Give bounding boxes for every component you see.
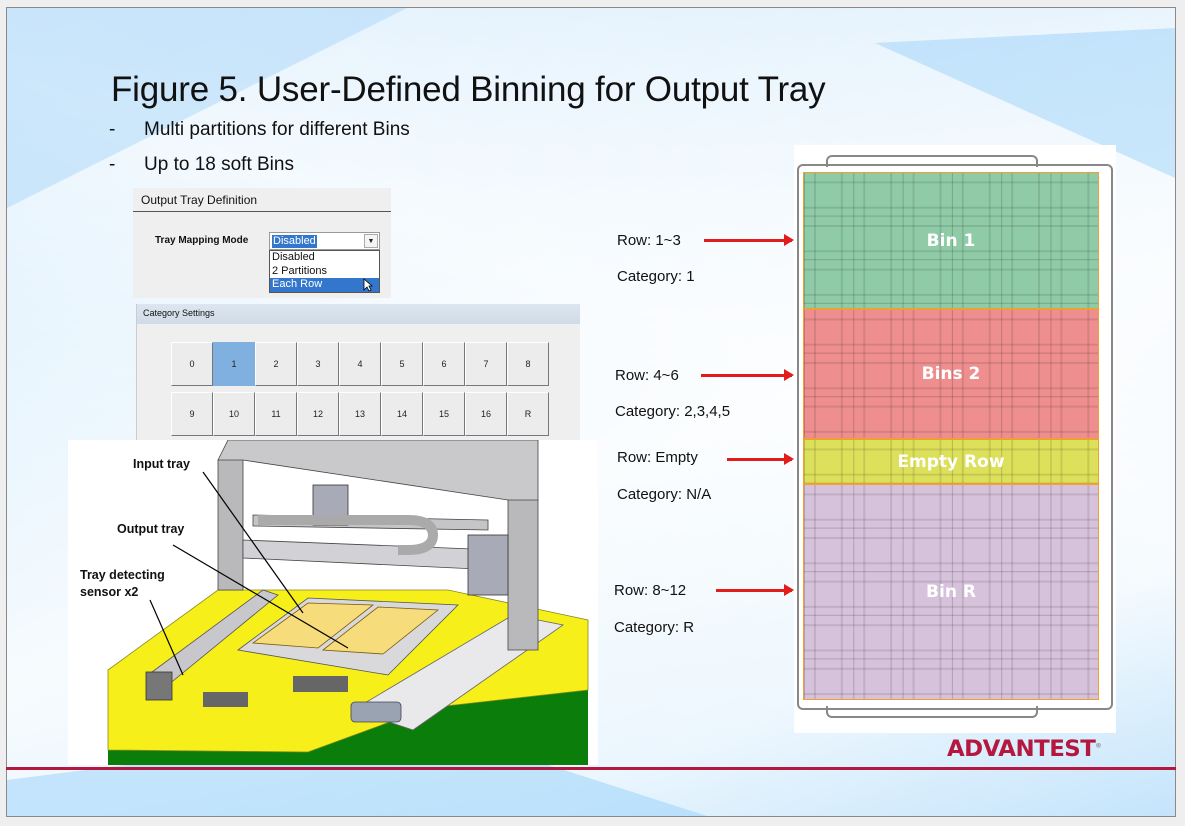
- category-button-grid: 0 1 2 3 4 5 6 7 8 9 10 11 12 13 14 15 16…: [171, 342, 549, 436]
- category-button-r[interactable]: R: [507, 392, 549, 436]
- category-button-11[interactable]: 11: [255, 392, 297, 436]
- category-button-8[interactable]: 8: [507, 342, 549, 386]
- option-each-row[interactable]: Each Row: [270, 278, 379, 292]
- category-settings-panel: Category Settings 0 1 2 3 4 5 6 7 8 9 10…: [136, 304, 580, 440]
- option-2-partitions[interactable]: 2 Partitions: [272, 264, 328, 277]
- tray-zone-bin1: Bin 1: [803, 172, 1099, 309]
- tray-zone-bin-r: Bin R: [803, 484, 1099, 700]
- option-disabled[interactable]: Disabled: [272, 251, 315, 263]
- slide-title: Figure 5. User-Defined Binning for Outpu…: [111, 70, 826, 109]
- category-button-12[interactable]: 12: [297, 392, 339, 436]
- dropdown-list: Disabled 2 Partitions Each Row: [269, 250, 380, 293]
- row-label-bin2: Row: 4~6: [615, 367, 679, 384]
- zone-label: Bins 2: [921, 364, 981, 384]
- bullet-item: -Multi partitions for different Bins: [109, 119, 410, 140]
- zone-label: Empty Row: [897, 451, 1005, 472]
- tray-sensor-label-line2: sensor x2: [80, 585, 139, 599]
- divider: [133, 211, 391, 212]
- zone-label: Bin R: [926, 582, 976, 602]
- category-label-empty: Category: N/A: [617, 486, 712, 503]
- category-button-9[interactable]: 9: [171, 392, 213, 436]
- panel-title: Category Settings: [137, 304, 580, 324]
- row-label-empty: Row: Empty: [617, 449, 698, 466]
- category-button-15[interactable]: 15: [423, 392, 465, 436]
- category-button-7[interactable]: 7: [465, 342, 507, 386]
- arrow-right-icon: [701, 369, 794, 381]
- category-button-4[interactable]: 4: [339, 342, 381, 386]
- arrow-right-icon: [727, 453, 794, 465]
- row-label-binr: Row: 8~12: [614, 582, 687, 599]
- output-tray-definition-panel: Output Tray Definition Tray Mapping Mode…: [133, 188, 391, 298]
- tray-mapping-mode-label: Tray Mapping Mode: [155, 235, 249, 246]
- tray-sensor-label-line1: Tray detecting: [80, 568, 165, 582]
- tray-mapping-mode-select[interactable]: Disabled ▼: [269, 232, 380, 250]
- panel-header: Output Tray Definition: [141, 193, 258, 207]
- input-tray-label: Input tray: [133, 457, 190, 471]
- advantest-logo: ADVANTEST®: [947, 737, 1102, 762]
- output-tray-label: Output tray: [117, 522, 185, 536]
- category-button-6[interactable]: 6: [423, 342, 465, 386]
- category-label-binr: Category: R: [614, 619, 695, 636]
- chevron-down-icon[interactable]: ▼: [364, 234, 378, 248]
- tray-zone-empty-row: Empty Row: [803, 439, 1099, 484]
- category-button-14[interactable]: 14: [381, 392, 423, 436]
- bullet-item: -Up to 18 soft Bins: [109, 154, 294, 175]
- category-button-13[interactable]: 13: [339, 392, 381, 436]
- category-button-1[interactable]: 1: [213, 342, 255, 386]
- category-label-bin2: Category: 2,3,4,5: [615, 403, 731, 420]
- category-button-5[interactable]: 5: [381, 342, 423, 386]
- arrow-right-icon: [704, 234, 794, 246]
- category-label-bin1: Category: 1: [617, 268, 695, 285]
- category-button-10[interactable]: 10: [213, 392, 255, 436]
- row-label-bin1: Row: 1~3: [617, 232, 681, 249]
- tray-zone-bins2: Bins 2: [803, 309, 1099, 439]
- category-button-16[interactable]: 16: [465, 392, 507, 436]
- tray-outline: [797, 164, 1113, 710]
- handler-machine-illustration: Input tray Output tray Tray detecting se…: [68, 440, 598, 765]
- footer-divider: [6, 767, 1176, 770]
- zone-label: Bin 1: [926, 230, 976, 251]
- category-button-0[interactable]: 0: [171, 342, 213, 386]
- selected-value: Disabled: [272, 235, 317, 248]
- category-button-2[interactable]: 2: [255, 342, 297, 386]
- machine-drawing: [107, 440, 589, 765]
- category-button-3[interactable]: 3: [297, 342, 339, 386]
- mouse-cursor-icon: [363, 278, 373, 292]
- arrow-right-icon: [716, 584, 794, 596]
